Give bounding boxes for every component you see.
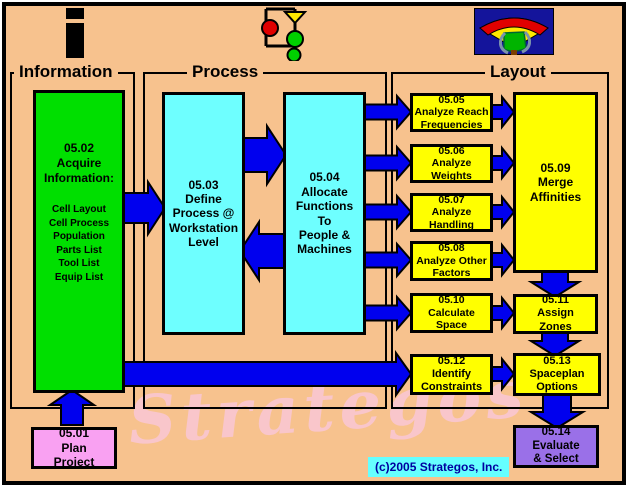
flow-arrow xyxy=(238,218,288,284)
node-acquire-information: 05.02 Acquire Information: Cell Layout C… xyxy=(33,90,125,393)
node-define-process: 05.03 Define Process @ Workstation Level xyxy=(162,92,245,335)
copyright-notice: (c)2005 Strategos, Inc. xyxy=(368,457,510,477)
flow-arrow xyxy=(359,294,413,332)
group-information: Information xyxy=(10,62,135,409)
node-identify-constraints: 05.12 Identify Constraints xyxy=(410,354,493,395)
node-assign-zones: 05.11 Assign Zones xyxy=(513,294,598,334)
layout-fan-icon xyxy=(474,8,554,55)
node-acquire-information-list: Cell Layout Cell Process Population Part… xyxy=(48,204,110,283)
flow-arrow xyxy=(527,393,587,430)
node-evaluate-select: 05.14 Evaluate & Select xyxy=(513,425,599,468)
node-merge-affinities: 05.09 Merge Affinities xyxy=(513,92,598,273)
node-allocate-functions: 05.04 Allocate Functions To People & Mac… xyxy=(283,92,366,335)
group-layout: Layout xyxy=(391,62,609,409)
information-i-icon xyxy=(66,8,84,58)
node-calculate-space: 05.10 Calculate Space xyxy=(410,293,493,333)
flow-arrow xyxy=(121,349,413,399)
group-process: Process xyxy=(143,62,387,409)
node-analyze-reach-frequencies: 05.05 Analyze Reach Frequencies xyxy=(410,93,493,132)
group-process-label: Process xyxy=(187,62,264,82)
node-acquire-information-title: 05.02 Acquire Information: xyxy=(44,141,114,185)
node-analyze-other-factors: 05.08 Analyze Other Factors xyxy=(410,241,493,281)
flow-arrow xyxy=(359,241,413,279)
group-layout-label: Layout xyxy=(485,62,551,82)
node-plan-project: 05.01 Plan Project xyxy=(31,426,117,469)
flow-arrow xyxy=(46,388,98,426)
flow-arrow xyxy=(121,178,167,238)
flow-arrow xyxy=(359,144,413,182)
flow-arrow xyxy=(240,122,288,188)
node-spaceplan-options: 05.13 Spaceplan Options xyxy=(513,353,601,396)
flow-arrow xyxy=(359,193,413,231)
flow-arrow xyxy=(359,93,413,131)
process-flowchart-icon xyxy=(261,7,308,61)
node-analyze-handling: 05.07 Analyze Handling xyxy=(410,193,493,232)
group-information-label: Information xyxy=(14,62,118,82)
node-analyze-weights: 05.06 Analyze Weights xyxy=(410,144,493,183)
